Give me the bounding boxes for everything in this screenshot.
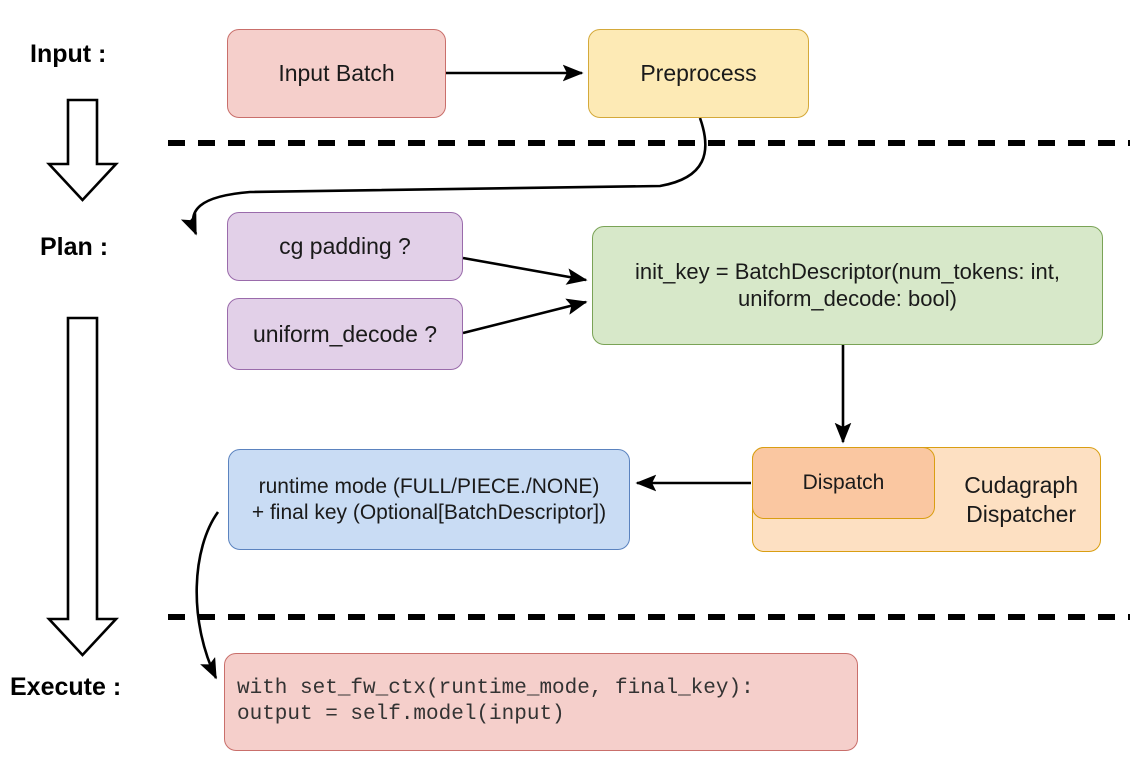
node-preprocess[interactable]: Preprocess (588, 29, 809, 118)
node-cg-padding[interactable]: cg padding ? (227, 212, 463, 281)
stage-label-input: Input : (30, 40, 107, 68)
node-init-key-label: init_key = BatchDescriptor(num_tokens: i… (635, 258, 1060, 311)
stage-label-execute: Execute : (10, 673, 122, 701)
node-exec-code-label: with set_fw_ctx(runtime_mode, final_key)… (237, 677, 754, 726)
stage-arrow-input-to-plan (46, 98, 119, 202)
stage-arrow-plan-to-execute (46, 316, 119, 657)
node-uniform-decode[interactable]: uniform_decode ? (227, 298, 463, 370)
node-exec-code[interactable]: with set_fw_ctx(runtime_mode, final_key)… (224, 653, 858, 751)
node-dispatch-label: Dispatch (802, 471, 885, 495)
connector-uniform-decode-to-init-key (462, 298, 588, 335)
stage-label-plan: Plan : (40, 233, 109, 261)
node-cudagraph-dispatcher-label: Cudagraph Dispatcher (964, 472, 1078, 527)
node-runtime-mode[interactable]: runtime mode (FULL/PIECE./NONE) + final … (228, 449, 630, 550)
node-input-batch[interactable]: Input Batch (227, 29, 446, 118)
node-preprocess-label: Preprocess (640, 60, 757, 87)
node-init-key[interactable]: init_key = BatchDescriptor(num_tokens: i… (592, 226, 1103, 345)
node-uniform-decode-label: uniform_decode ? (252, 320, 438, 347)
node-runtime-mode-label: runtime mode (FULL/PIECE./NONE) + final … (251, 474, 607, 524)
connector-cg-padding-to-init-key (462, 256, 588, 285)
node-cg-padding-label: cg padding ? (279, 233, 411, 260)
connector-runtime-mode-to-exec-code (195, 511, 220, 680)
node-input-batch-label: Input Batch (278, 60, 395, 87)
node-dispatch[interactable]: Dispatch (752, 447, 935, 519)
